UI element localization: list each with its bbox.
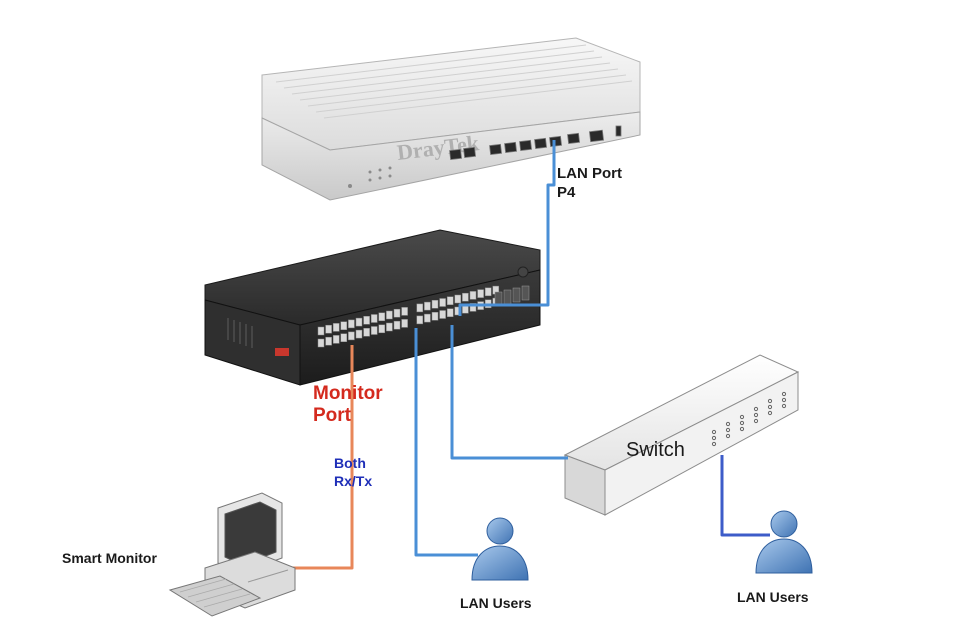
unmanaged-switch-leds xyxy=(711,391,787,447)
switch-port xyxy=(355,329,363,339)
monitor-port-label-line1: Monitor xyxy=(313,383,383,404)
switch-port xyxy=(484,287,492,297)
switch-port xyxy=(446,296,454,305)
managed-switch-brand-logo xyxy=(275,348,289,356)
switch-port xyxy=(386,322,393,332)
switch-port xyxy=(462,292,469,302)
switch-port xyxy=(363,328,370,337)
switch-port xyxy=(348,319,355,329)
lan-port-id-label: P4 xyxy=(557,184,576,201)
switch-port xyxy=(363,316,370,325)
switch-port xyxy=(317,338,325,348)
managed-switch-ports xyxy=(317,285,530,348)
switch-port xyxy=(340,321,348,330)
switch-port xyxy=(416,303,424,313)
switch-label: Switch xyxy=(626,439,685,461)
lan-users-cable-1 xyxy=(414,328,478,557)
lan-users-cable-2 xyxy=(720,455,770,537)
switch-port xyxy=(401,307,408,316)
switch-port xyxy=(401,319,408,328)
switch-sfp-port xyxy=(503,289,512,305)
lan-users-label-1: LAN Users xyxy=(460,595,532,611)
lan-user-icon-1 xyxy=(471,517,529,581)
rxtx-label-line1: Both xyxy=(334,455,366,471)
switch-sfp-port xyxy=(512,287,521,303)
switch-port xyxy=(325,336,332,346)
lan-port-label: LAN Port xyxy=(557,165,622,182)
smart-monitor-label: Smart Monitor xyxy=(62,550,157,566)
switch-port xyxy=(431,300,439,309)
lan-users-label-2: LAN Users xyxy=(737,589,809,605)
switch-to-switch-cable xyxy=(450,325,568,460)
switch-port xyxy=(416,315,424,325)
switch-port xyxy=(424,301,431,311)
switch-port xyxy=(325,324,332,334)
router-leds xyxy=(348,166,392,188)
smart-monitor-computer xyxy=(168,492,296,617)
switch-port xyxy=(469,303,477,312)
switch-port xyxy=(340,333,348,342)
switch-port xyxy=(454,294,462,304)
switch-port xyxy=(332,323,340,332)
switch-port xyxy=(439,298,446,307)
switch-port xyxy=(332,335,340,344)
router-device: DrayTek xyxy=(261,37,641,201)
switch-port xyxy=(439,310,446,319)
switch-port xyxy=(386,310,393,320)
switch-port xyxy=(469,291,477,300)
switch-port xyxy=(393,320,401,330)
switch-port xyxy=(424,313,431,323)
switch-port xyxy=(431,312,439,321)
switch-port xyxy=(393,308,401,318)
switch-port xyxy=(348,331,355,341)
monitor-cable xyxy=(292,345,354,570)
switch-port xyxy=(378,324,386,334)
switch-port xyxy=(370,326,378,335)
unmanaged-switch-device xyxy=(563,354,800,516)
rxtx-label-line2: Rx/Tx xyxy=(334,473,373,489)
router-ports xyxy=(449,125,622,161)
uplink-cable xyxy=(458,140,556,316)
switch-console-knob xyxy=(517,266,529,278)
switch-port xyxy=(477,289,484,298)
monitor-port-label-line2: Port xyxy=(313,405,351,426)
switch-port xyxy=(355,317,363,327)
switch-sfp-port xyxy=(521,285,530,301)
switch-port xyxy=(446,308,454,317)
switch-port xyxy=(370,314,378,323)
switch-port xyxy=(317,326,325,336)
managed-switch-device xyxy=(204,229,541,386)
switch-port xyxy=(378,312,386,322)
lan-user-icon-2 xyxy=(755,510,813,574)
network-cables xyxy=(292,140,770,570)
